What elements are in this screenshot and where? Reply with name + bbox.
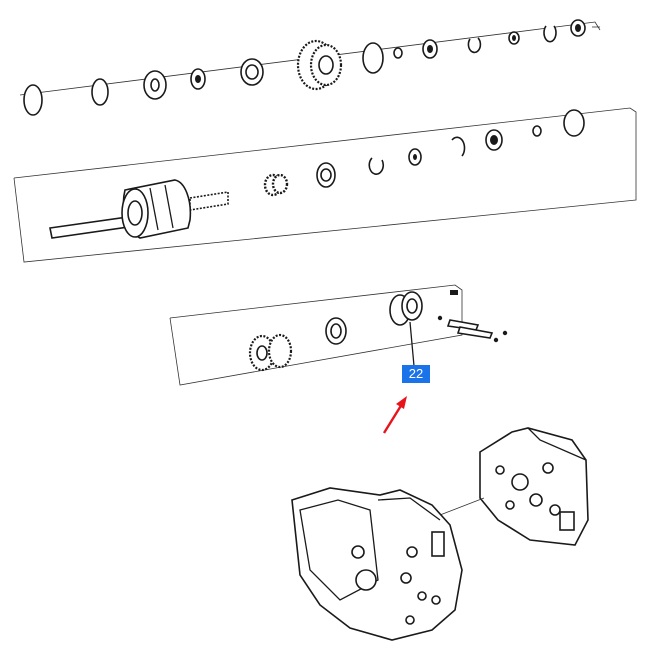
main-shaft (49, 179, 229, 239)
bearing (422, 39, 438, 59)
washer (508, 31, 520, 45)
snap-ring (91, 78, 109, 106)
seal-ring (362, 42, 384, 74)
snap-ring (23, 84, 43, 116)
bearing (316, 162, 336, 188)
gear-parts-panel (169, 284, 508, 386)
seal-ring (563, 109, 585, 137)
circlip (451, 136, 466, 157)
shaft-parts-panel (13, 107, 637, 263)
red-arrow (382, 396, 407, 434)
needle-bearing (263, 173, 289, 197)
circlip (368, 157, 385, 175)
bearing (325, 317, 347, 345)
callout-leader (409, 321, 415, 367)
bearing (570, 19, 586, 37)
washer (190, 68, 206, 90)
bearing (240, 58, 264, 86)
bearing (485, 129, 503, 151)
pin-set (437, 290, 508, 343)
gear (296, 39, 343, 91)
gear (248, 333, 293, 372)
o-ring (532, 125, 542, 137)
rear-cover-plate (439, 427, 589, 546)
item-22-bushing (389, 291, 423, 326)
circlip (467, 37, 482, 54)
callout-label-22[interactable]: 22 (402, 365, 430, 383)
o-ring (393, 47, 403, 59)
circlip (543, 25, 557, 43)
transmission-housing (291, 487, 463, 641)
callout-number: 22 (408, 366, 424, 381)
bearing (143, 70, 167, 100)
upper-parts-panel (19, 19, 601, 116)
washer (408, 148, 422, 166)
